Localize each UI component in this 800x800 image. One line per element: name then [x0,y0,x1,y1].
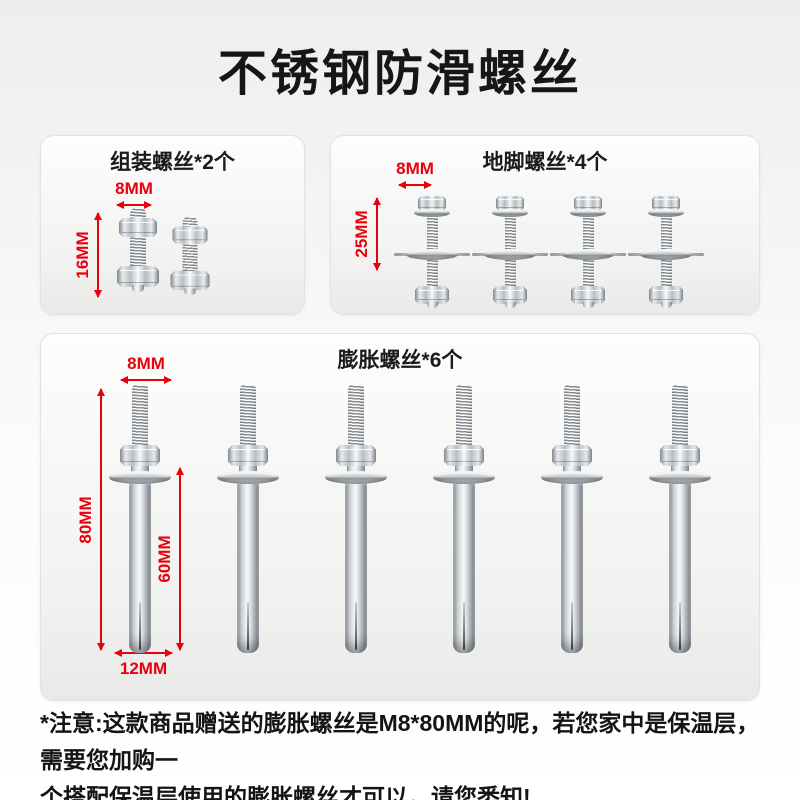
assembly-width-label: 8MM [115,179,153,198]
screw-tip [427,302,438,308]
screw-collar [455,466,473,474]
foot-screw [392,196,472,308]
stud-width-dimension: 8MM [120,354,172,384]
screw-tip [505,302,516,308]
screw-washer [648,209,684,217]
note-line-1: *注意:这款商品赠送的膨胀螺丝是M8*80MM的呢，若您家中是保温层，需要您加购… [40,710,760,773]
screw-nut [552,445,592,466]
screw-tip [184,288,196,296]
screw-washer [492,209,528,217]
screw-sleeve [129,480,151,653]
screw-nut [571,286,605,304]
screw-nut [493,286,527,304]
screw-stud [672,385,688,459]
screw-washer [562,249,614,260]
screw-washer [414,209,450,217]
foot-screw [548,196,628,308]
expansion-screw [536,385,608,653]
screw-nut [336,445,376,466]
foot-width-dimension: 8MM [396,159,434,189]
screw-collar [347,466,365,474]
expansion-screw [428,385,500,653]
screw-cap [130,208,146,221]
stud-width-label: 8MM [127,354,165,373]
screw-washer [325,471,387,484]
screw-washer [541,471,603,484]
screw-tip [583,302,594,308]
screw-sleeve [237,480,259,653]
expansion-screw [320,385,392,653]
screw-nut [172,226,208,244]
note-line-2: 个搭配保温层使用的膨胀螺丝才可以，请您悉知! [40,784,531,800]
screw-tip [132,285,144,292]
assembly-screw [112,208,164,292]
expansion-screw [212,385,284,653]
assembly-height-label: 16MM [73,231,92,279]
screw-nut [120,445,160,466]
screw-cap [182,216,198,230]
screw-stud [456,385,472,459]
screw-washer [109,471,171,484]
screw-washer [484,249,536,260]
foot-panel-label: 地脚螺丝*4个 [482,151,608,174]
foot-height-dimension: 25MM [352,197,381,271]
screw-nut [496,196,524,211]
page-title: 不锈钢防滑螺丝 [217,47,582,101]
screw-nut [415,286,449,304]
screw-collar [239,466,257,474]
total-height-dimension: 80MM [76,388,105,651]
screw-sleeve [453,480,475,653]
screw-stud [564,385,580,459]
sleeve-height-dimension: 60MM [155,467,184,651]
screw-nut [660,445,700,466]
screw-nut [649,286,683,304]
screw-shaft [182,241,198,275]
foot-width-label: 8MM [396,159,434,178]
screw-stud [348,385,364,459]
screw-nut [418,196,446,211]
screw-nut [574,196,602,211]
foot-screw [470,196,550,308]
screw-sleeve [669,480,691,653]
assembly-screw [166,216,214,296]
screw-stud [132,385,148,459]
screw-nut [170,270,210,291]
screw-collar [671,466,689,474]
screw-nut [652,196,680,211]
sleeve-width-dimension: 12MM [114,649,173,678]
expansion-screw [644,385,716,653]
assembly-panel-label: 组装螺丝*2个 [110,151,235,174]
foot-screws-panel: 地脚螺丝*4个 [330,135,760,315]
screw-nut [117,266,159,287]
screw-collar [563,466,581,474]
screw-washer [640,249,692,260]
screw-sleeve [561,480,583,653]
screw-nut [444,445,484,466]
sleeve-width-label: 12MM [119,659,168,678]
assembly-width-dimension: 8MM [115,179,153,209]
expansion-screw [104,385,176,653]
screw-washer [217,471,279,484]
screw-washer [570,209,606,217]
screw-nut [119,218,157,237]
screw-nut [228,445,268,466]
screw-washer [433,471,495,484]
total-height-label: 80MM [76,495,95,544]
screw-sleeve [345,480,367,653]
screw-collar [131,466,149,474]
screw-tip [661,302,672,308]
screw-stud [240,385,256,459]
note-text: *注意:这款商品赠送的膨胀螺丝是M8*80MM的呢，若您家中是保温层，需要您加购… [40,705,766,800]
screw-shaft [130,234,146,270]
assembly-height-dimension: 16MM [73,212,102,298]
foot-height-label: 25MM [352,210,371,258]
screw-washer [406,249,458,260]
expansion-screws-panel: 膨胀螺丝*6个 [40,333,760,701]
expansion-panel-label: 膨胀螺丝*6个 [337,349,463,372]
foot-screw [626,196,706,308]
screw-washer [649,471,711,484]
